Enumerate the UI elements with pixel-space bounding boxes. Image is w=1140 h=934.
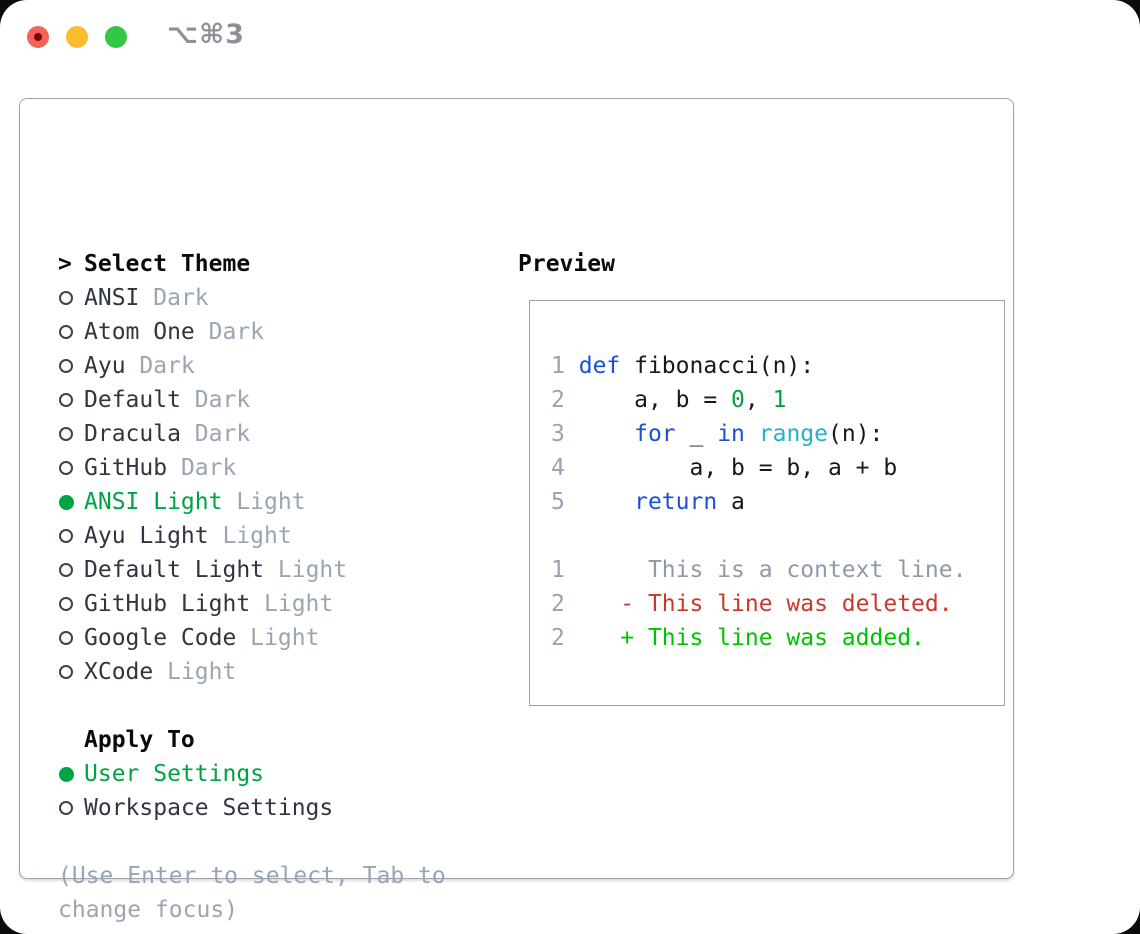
radio-icon <box>58 621 84 655</box>
theme-option-label: Dracula Dark <box>84 421 251 447</box>
radio-icon <box>58 519 84 553</box>
apply-option-label: Workspace Settings <box>84 795 334 821</box>
diff-line-added: 2 + This line was added. <box>551 625 925 651</box>
theme-variant-label: Dark <box>194 387 251 413</box>
theme-option[interactable]: GitHub Dark <box>58 451 498 485</box>
theme-option-label: Atom One Dark <box>84 319 265 345</box>
theme-variant-label: Light <box>236 489 306 515</box>
radio-icon <box>58 383 84 417</box>
theme-option[interactable]: Default Dark <box>58 383 498 417</box>
radio-icon <box>58 757 84 791</box>
theme-variant-label: Light <box>250 625 320 651</box>
spacer <box>58 689 498 723</box>
theme-option-label: Google Code Light <box>84 625 320 651</box>
theme-option[interactable]: Dracula Dark <box>58 417 498 451</box>
theme-option-label: Ayu Dark <box>84 353 195 379</box>
theme-variant-label: Dark <box>153 285 209 311</box>
radio-icon <box>58 587 84 621</box>
theme-option-label: Default Light Light <box>84 557 348 583</box>
diff-line-context: 1 This is a context line. <box>551 557 967 583</box>
theme-option-label: Ayu Light Light <box>84 523 292 549</box>
theme-option-label: Default Dark <box>84 387 251 413</box>
radio-icon <box>58 553 84 587</box>
code-line: 3 for _ in range(n): <box>551 421 884 447</box>
theme-variant-label: Dark <box>180 455 237 481</box>
theme-variant-label: Light <box>264 591 334 617</box>
theme-select-header: > Select Theme <box>58 247 498 281</box>
focus-caret-icon: > <box>58 251 72 277</box>
theme-option[interactable]: ANSI Dark <box>58 281 498 315</box>
theme-option[interactable]: Ayu Dark <box>58 349 498 383</box>
code-line: 2 a, b = 0, 1 <box>551 387 787 413</box>
radio-icon <box>58 417 84 451</box>
code-line: 5 return a <box>551 489 745 515</box>
apply-option[interactable]: Workspace Settings <box>58 791 498 825</box>
apply-option[interactable]: User Settings <box>58 757 498 791</box>
radio-icon <box>58 281 84 315</box>
theme-option-label: ANSI Dark <box>84 285 209 311</box>
theme-option[interactable]: Google Code Light <box>58 621 498 655</box>
diff-preview: 1 This is a context line. 2 - This line w… <box>551 553 1004 655</box>
apply-option-label: User Settings <box>84 761 265 787</box>
theme-option[interactable]: XCode Light <box>58 655 498 689</box>
theme-variant-label: Dark <box>139 353 195 379</box>
theme-option-label: GitHub Light Light <box>84 591 334 617</box>
radio-icon <box>58 485 84 519</box>
shortcut-label: ⌥⌘3 <box>167 19 245 50</box>
spacer <box>58 825 498 859</box>
theme-option-label: ANSI Light Light <box>84 489 306 515</box>
theme-option[interactable]: Default Light Light <box>58 553 498 587</box>
radio-icon <box>58 451 84 485</box>
zoom-button[interactable] <box>105 26 127 48</box>
preview-header: Preview <box>518 251 615 277</box>
theme-variant-label: Light <box>167 659 237 685</box>
close-button[interactable] <box>27 26 49 48</box>
apply-to-header: Apply To <box>58 723 498 757</box>
titlebar: ⌥⌘3 <box>0 0 1140 74</box>
radio-icon <box>58 349 84 383</box>
theme-variant-label: Light <box>222 523 292 549</box>
theme-select-header-label: Select Theme <box>84 251 251 277</box>
code-line: 1 def fibonacci(n): <box>551 353 815 379</box>
theme-option[interactable]: ANSI Light Light <box>58 485 498 519</box>
radio-icon <box>58 791 84 825</box>
theme-option[interactable]: GitHub Light Light <box>58 587 498 621</box>
theme-variant-label: Light <box>277 557 348 583</box>
theme-option[interactable]: Atom One Dark <box>58 315 498 349</box>
apply-to-header-label: Apply To <box>84 727 195 753</box>
theme-variant-label: Dark <box>208 319 265 345</box>
minimize-button[interactable] <box>66 26 88 48</box>
theme-option-label: GitHub Dark <box>84 455 237 481</box>
theme-variant-label: Dark <box>194 421 251 447</box>
code-preview: 1 def fibonacci(n): 2 a, b = 0, 1 3 for _ … <box>551 349 1004 519</box>
theme-option-label: XCode Light <box>84 659 237 685</box>
help-text: (Use Enter to select, Tab to change focu… <box>58 863 446 923</box>
traffic-lights <box>27 26 127 48</box>
radio-icon <box>58 655 84 689</box>
preview-pane: 1 def fibonacci(n): 2 a, b = 0, 1 3 for _ … <box>529 300 1005 706</box>
spacer <box>551 519 1004 553</box>
diff-line-deleted: 2 - This line was deleted. <box>551 591 953 617</box>
theme-option[interactable]: Ayu Light Light <box>58 519 498 553</box>
radio-icon <box>58 315 84 349</box>
code-line: 4 a, b = b, a + b <box>551 455 898 481</box>
